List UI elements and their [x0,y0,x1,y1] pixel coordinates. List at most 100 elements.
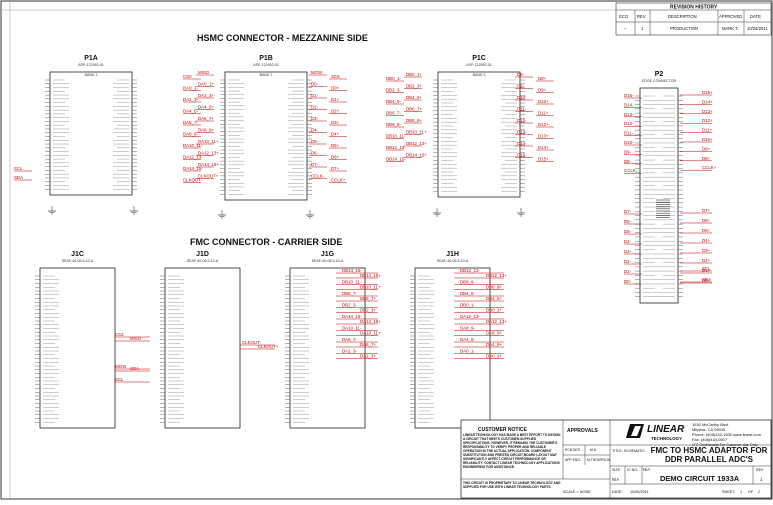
ic-no-value: N/A [643,467,650,472]
net-label-p2-right-1: D14+ [702,99,713,104]
component-p1c-body [437,71,521,198]
net-label-p1c-inner-right-3: D11- [517,107,527,112]
component-j1d-part: SEAF-40-06.5-10-A [187,259,219,263]
net-label-p1c-right-3: D11+ [538,111,549,116]
component-p2-ref: P2 [655,71,664,78]
component-p1c-bank: BANK 3 [473,73,486,77]
net-label-p1c-right-4: D12+ [538,122,549,127]
customer-notice-body: LINEAR TECHNOLOGY HAS MADE A BEST EFFORT… [463,433,561,469]
drawing-title-text: FMC TO HSMC ADAPTOR FOR DDR PARALLEL ADC… [650,446,768,464]
address-line-1: 1630 McCarthy Blvd. [692,422,729,427]
sheet-value: 1 [740,490,742,494]
net-group-j1h: DB12_13-DB12_13+DB8_9-DB8_9+DB4_5-DB4_5+… [454,268,507,359]
net-label-j1h-14: DA0_1- [460,349,475,354]
component-j1c-part: SEAF-40-06.5-10-A [62,259,94,263]
net-label-j1g-8: DA14_15- [342,314,362,319]
net-label-p2-right-7: D8+ [702,156,711,161]
net-label-p2-left-6: D9- [624,149,632,154]
net-label-j1h-11: DA8_9+ [486,331,502,336]
net-label-p1b-inner-left-1: DA0_1+ [198,82,214,87]
component-j1c-ref: J1C [71,251,84,258]
net-label-p2-left-12: D4- [624,239,632,244]
net-label-j1g-10: DA10_11- [342,326,362,331]
component-j1d-body [164,267,241,429]
net-label-p1c-inner-left-0: DB0_1+ [406,72,422,77]
nets-layer: SCLSDACS0DA0_1-DA2_3-DA4_5-DA6_7-DA8_9-D… [14,70,717,383]
net-label-p1b-right-1: D0+ [331,86,340,91]
component-p1b-part: ASP-122952-01 [253,63,279,67]
net-label-p1b-inner-right-4: D3- [311,116,319,121]
net-label-j1h-7: DB0_1+ [486,308,502,313]
of-label: OF [748,490,754,494]
net-label-j1c-2: MOSI [115,364,126,369]
component-j1h-body [414,267,491,429]
net-label-p1c-left-5: DB10_11- [386,134,406,139]
component-p1a-ref: P1A [84,55,98,62]
component-p1a-body [49,71,133,196]
size-label: SIZE [612,468,621,472]
net-label-j1h-3: DB8_9+ [486,285,502,290]
component-j1g-ref: J1G [321,251,335,258]
net-label-p2-right-2: D13+ [702,109,713,114]
net-label-p1b-inner-right-8: D7- [311,162,319,167]
net-label-p2-right-13: D3+ [702,248,711,253]
net-label-p1c-inner-right-7: D15- [517,153,527,158]
net-label-p2-left-2: D13- [624,112,634,117]
net-label-p1b-inner-right-5: D4- [311,128,319,133]
net-label-p1b-inner-right-0: MOSI [311,70,322,75]
net-label-p2-right-16: D0+ [702,278,711,283]
sheets-value: 2 [758,490,760,494]
net-label-j1h-8: DA12_13- [460,314,480,319]
net-label-j1d-1: CLKOUT+ [258,344,279,349]
net-label-p1b-inner-right-1: D0- [311,82,319,87]
net-group-p1c-left: DB0_1-DB2_3-DB4_5-DB6_7-DB8_9-DB10_11-DB… [386,76,406,162]
net-label-p1c-left-0: DB0_1- [386,76,401,81]
net-label-p1b-inner-right-6: D5- [311,139,319,144]
net-label-j1g-0: DB14_15- [342,268,362,273]
address-line-3: Phone: (408)432-1900 www.linear.com [692,432,762,437]
demo-circuit: DEMO CIRCUIT 1933A [660,474,740,483]
component-j1c-pins [35,275,59,423]
net-label-p1b-inner-left-9: CLKOUT+ [198,174,219,179]
net-label-p1b-right-2: D1+ [331,97,340,102]
net-label-p1b-right-6: D5+ [331,143,340,148]
net-label-p2-right-17: SCL [702,266,711,271]
net-label-j1c-3: SDA [130,366,139,371]
net-label-p1b-inner-right-2: D1- [311,93,319,98]
net-label-p1c-left-3: DB6_7- [386,111,401,116]
net-label-p2-left-7: D8- [624,159,632,164]
net-group-j1g: DB14_15-DB14_15+DB10_11-DB10_11+DB6_7-DB… [336,268,381,359]
net-label-p1b-left-1: DA0_1- [183,86,198,91]
net-label-j1d-0: CLKOUT- [242,340,262,345]
drawing-title: FMC TO HSMC ADAPTOR FOR DDR PARALLEL ADC… [650,446,768,464]
app-eng-value: M.THOMPSON [587,458,611,462]
net-label-j1h-9: DA12_13+ [486,319,507,324]
net-label-p2-left-1: D14- [624,102,634,107]
customer-notice-text: LINEAR TECHNOLOGY HAS MADE A BEST EFFORT… [463,433,561,469]
component-p1a-bank: BANK 1 [85,73,98,77]
date-label: DATE: [612,490,623,494]
net-label-j1g-3: DB10_11+ [360,285,381,290]
net-label-p1c-inner-left-5: DB10_11+ [406,130,427,135]
net-label-p2-right-0: D15+ [702,90,713,95]
net-label-p1b-inner-left-7: DA12_13+ [198,151,219,156]
net-label-p1c-inner-right-2: D10- [517,95,527,100]
net-label-p1b-left-0: CS0 [183,74,192,79]
net-label-j1c-4: SCL [115,377,124,382]
net-label-p1c-inner-left-1: DB2_3+ [406,84,422,89]
net-label-p1c-left-7: DB14_15- [386,157,406,162]
net-group-p1b-left: CS0DA0_1-DA2_3-DA4_5-DA6_7-DA8_9-DA10_11… [183,74,203,183]
net-label-p1c-inner-left-2: DB4_5+ [406,95,422,100]
net-label-j1g-14: DA2_3- [342,349,357,354]
date-value: 10/26/2011 [630,490,649,494]
net-label-p1b-inner-right-7: D6- [311,151,319,156]
net-label-p1a-left-1: SDA [14,175,23,180]
net-label-p2-right-8: CCLK+ [702,165,717,170]
net-label-j1h-13: DA4_5+ [486,342,502,347]
net-label-p1b-left-7: DA12_13- [183,155,203,160]
net-label-p1c-left-4: DB8_9- [386,122,401,127]
